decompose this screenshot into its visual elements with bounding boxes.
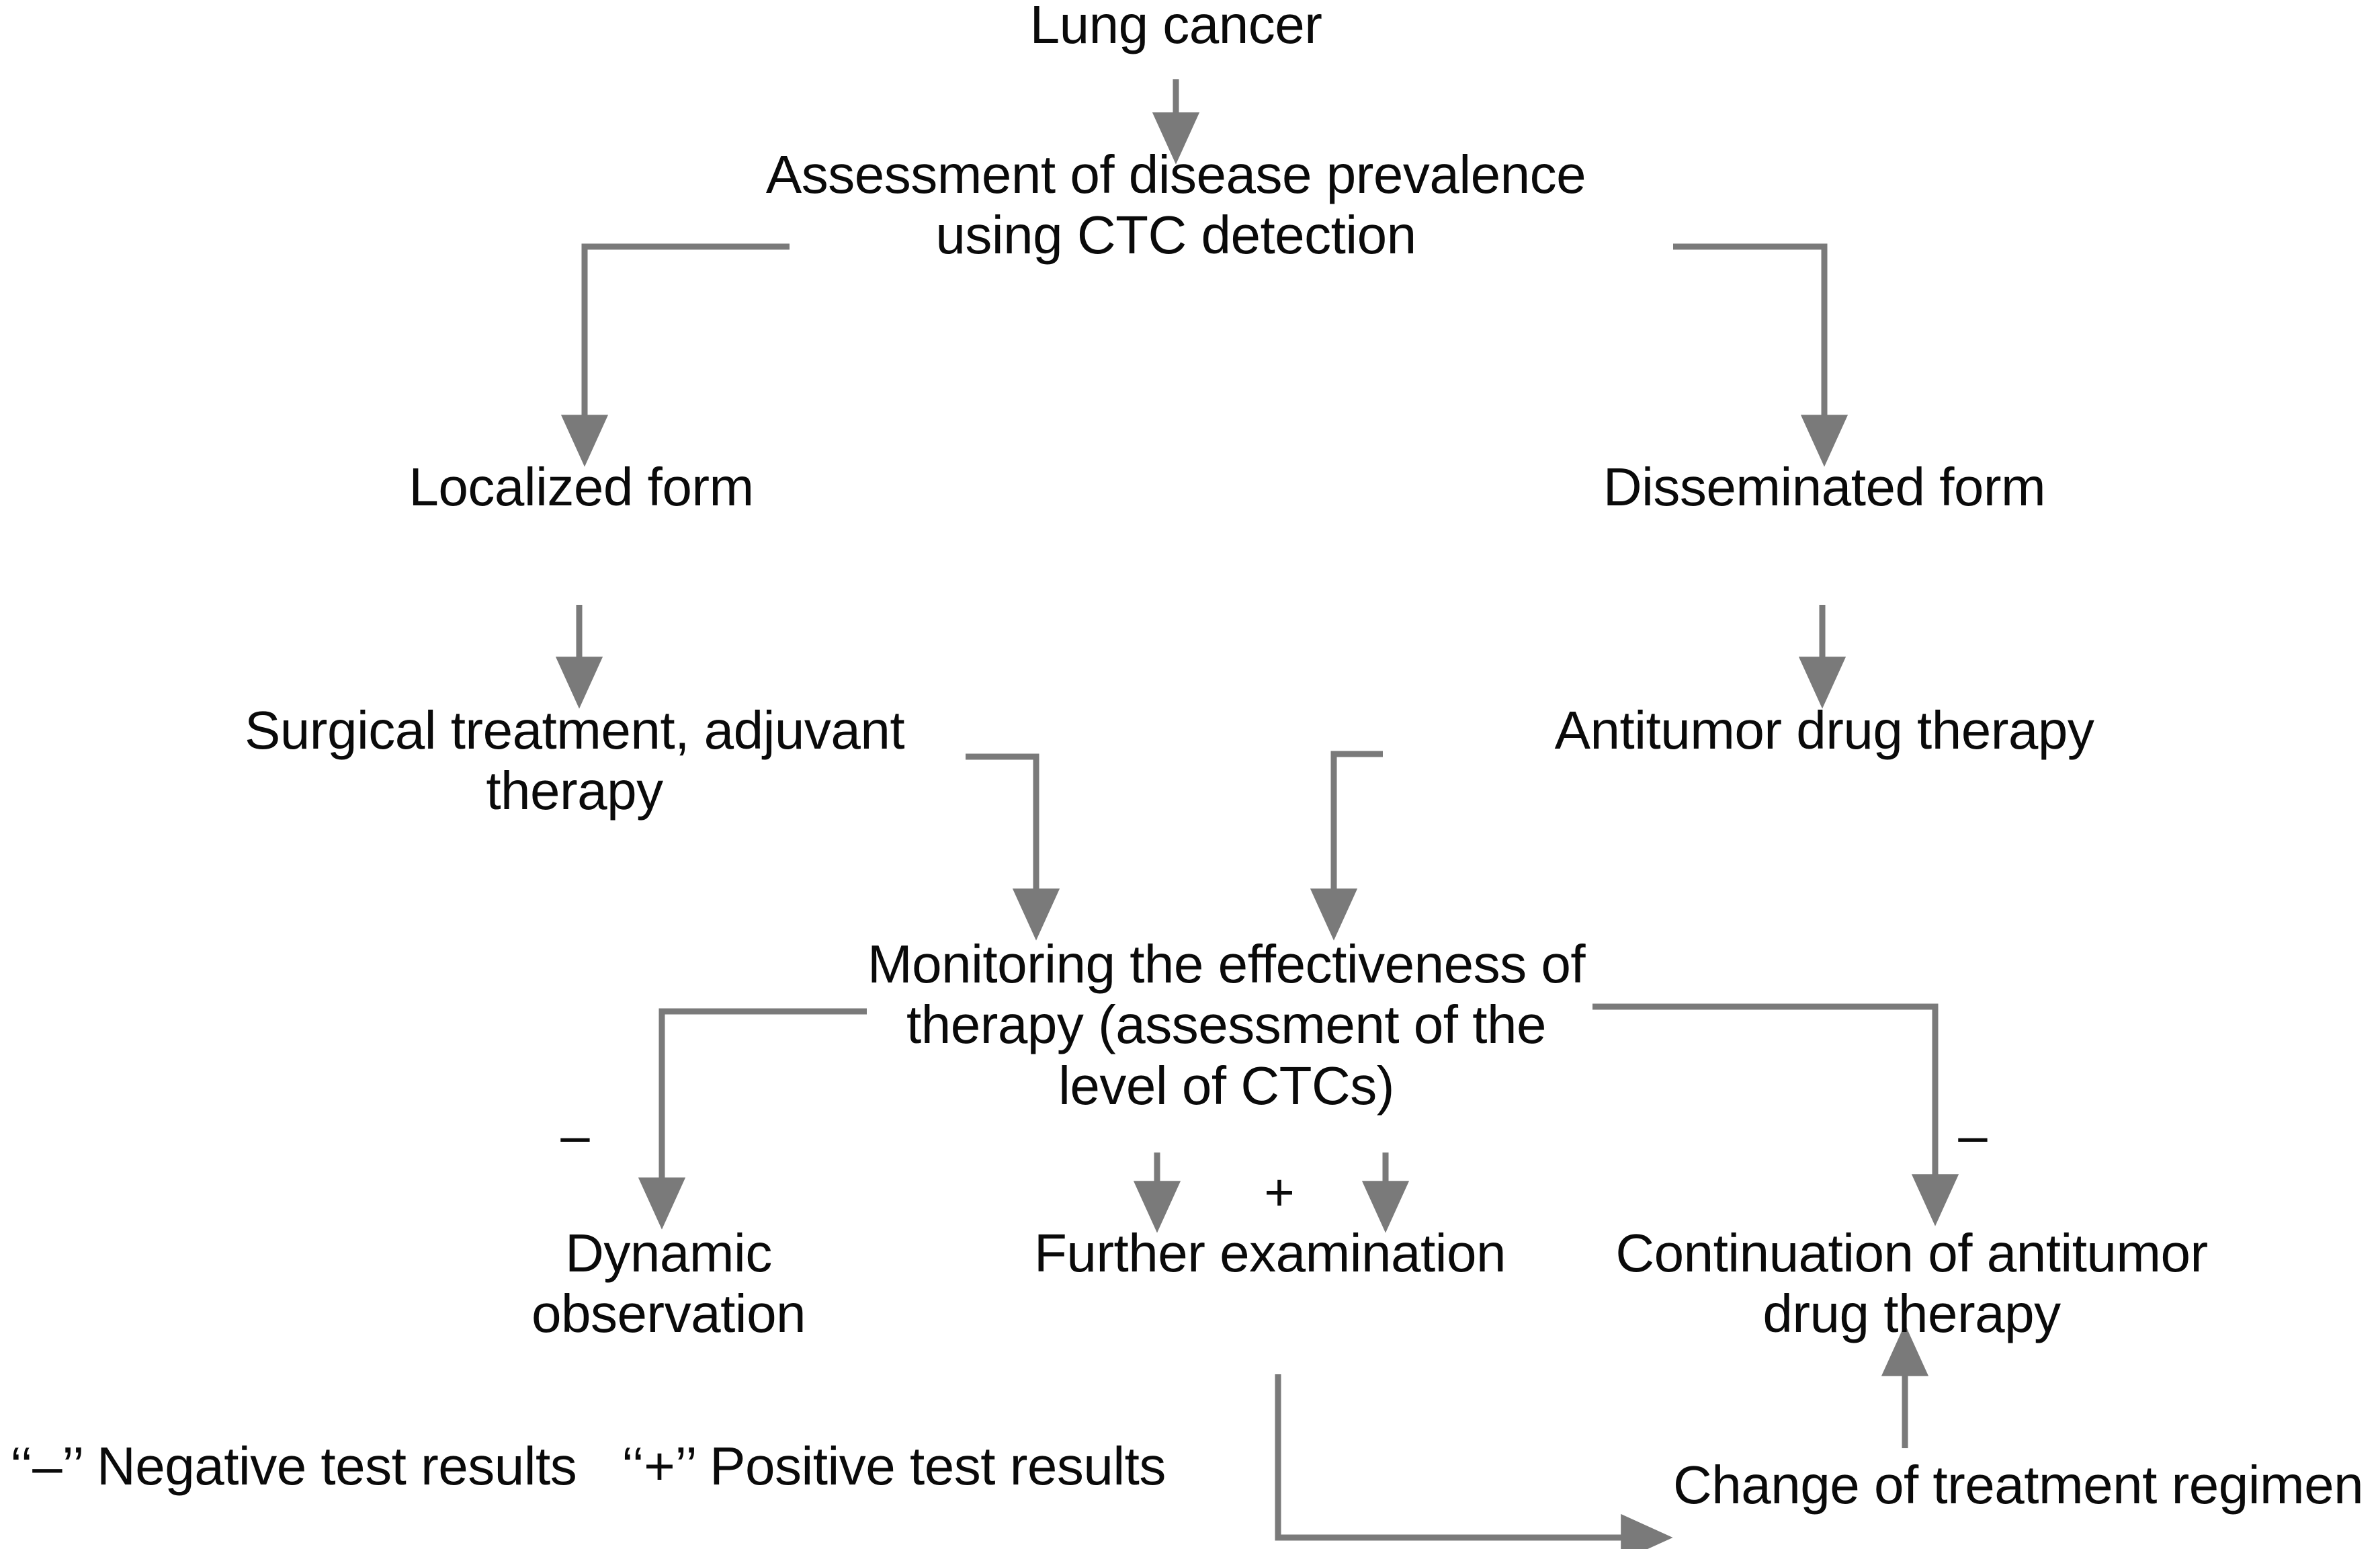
node-further-examination[interactable]: Further examination bbox=[1034, 1223, 1506, 1283]
edge-assessment-localized bbox=[560, 243, 790, 467]
minus-sign-right: – bbox=[1958, 1105, 1988, 1165]
edge-assessment-disseminated bbox=[1673, 243, 1848, 467]
node-localized-form[interactable]: Localized form bbox=[409, 457, 754, 517]
node-disseminated-form[interactable]: Disseminated form bbox=[1603, 457, 2046, 517]
node-antitumor-therapy[interactable]: Antitumor drug therapy bbox=[1554, 700, 2094, 760]
legend-negative: ‘‘–’’ Negative test results bbox=[10, 1436, 577, 1496]
edge-monitoring-dynamic bbox=[638, 1008, 867, 1230]
plus-sign-center: + bbox=[1264, 1163, 1295, 1222]
node-continuation-antitumor[interactable]: Continuation of antitumor drug therapy bbox=[1615, 1223, 2208, 1344]
minus-sign-left: – bbox=[560, 1105, 590, 1165]
edge-antitumor-monitoring bbox=[1310, 751, 1383, 941]
node-change-regimen[interactable]: Change of treatment regimen bbox=[1673, 1455, 2364, 1515]
edge-surgical-monitoring bbox=[966, 753, 1060, 941]
edge-monitoring-continuation bbox=[1592, 1003, 1959, 1226]
node-monitoring[interactable]: Monitoring the effectiveness of therapy … bbox=[867, 934, 1586, 1116]
edge-further-change bbox=[1275, 1374, 1673, 1549]
legend-positive: ‘‘+’’ Positive test results bbox=[622, 1436, 1166, 1496]
node-dynamic-observation[interactable]: Dynamic observation bbox=[531, 1223, 806, 1344]
node-surgical-treatment[interactable]: Surgical treatment, adjuvant therapy bbox=[244, 700, 905, 821]
node-assessment[interactable]: Assessment of disease prevalence using C… bbox=[765, 144, 1586, 265]
node-lung-cancer[interactable]: Lung cancer bbox=[1029, 0, 1322, 54]
